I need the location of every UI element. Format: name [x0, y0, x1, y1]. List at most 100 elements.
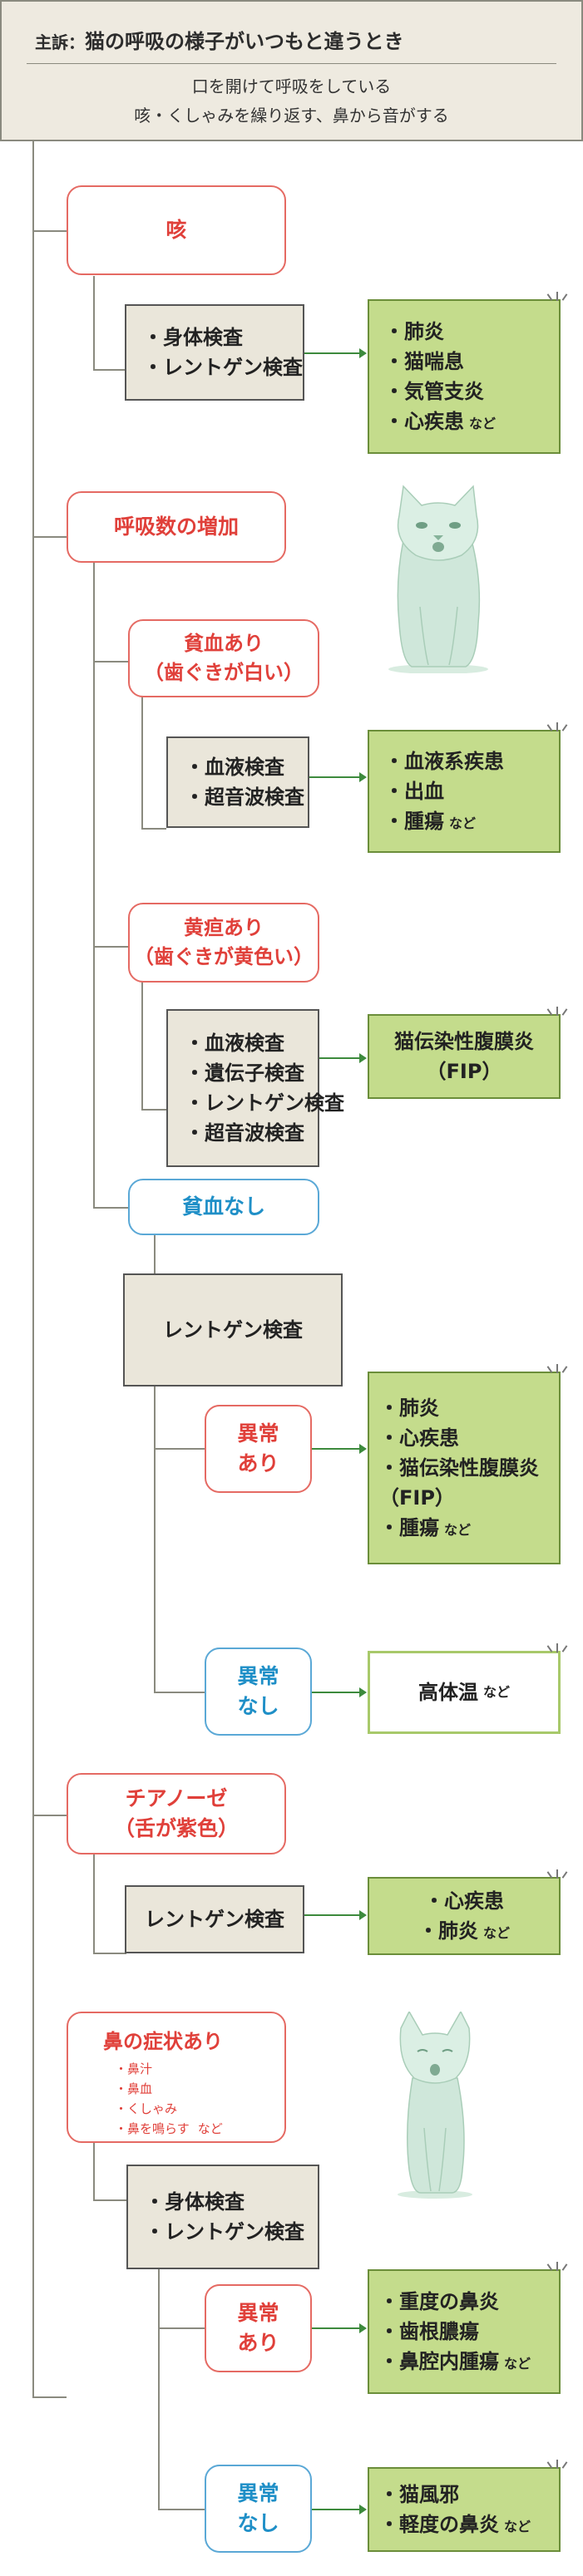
resp-vertical-line [93, 563, 95, 1208]
anemia-arrowhead [359, 772, 367, 782]
resp-label: 呼吸数の増加 [113, 514, 239, 539]
header-tag: 主訴： [35, 32, 85, 52]
exam-item: レントゲン検査 [145, 1908, 284, 1931]
result-item: ・心疾患 [424, 1889, 504, 1913]
cyanosis-label-2: （舌が紫色） [113, 1816, 239, 1840]
cyanosis-symptom-box: チアノーゼ （舌が紫色） [67, 1773, 286, 1854]
cyanosis-arrowhead [359, 1910, 367, 1920]
nado-text: など [482, 1684, 510, 1700]
result-item: ・血液系疾患 [384, 750, 504, 773]
noanemia-label: 貧血なし [181, 1194, 265, 1219]
noanemia-normal-box: 異常なし [205, 1648, 312, 1736]
cough-symptom-box: 咳 [67, 185, 286, 275]
nado-text: など [504, 2519, 531, 2534]
result-item: ・猫伝染性腹膜炎 [379, 1456, 539, 1480]
cyanosis-label-1: チアノーゼ [125, 1785, 228, 1810]
header-line-2: 咳・くしゃみを繰り返す、鼻から音がする [134, 106, 449, 126]
jaundice-symptom-box: 黄疸あり （歯ぐきが黄色い） [128, 903, 319, 983]
exam-item: ・超音波検査 [185, 1121, 304, 1145]
result-item: ・猫風邪 [379, 2483, 459, 2506]
resp-to-jaundice-line [93, 946, 128, 948]
noanemia-exam-box: レントゲン検査 [123, 1273, 343, 1387]
cough-result-box: ・肺炎 ・猫喘息 ・気管支炎 ・心疾患など [368, 299, 561, 454]
nose-label: 鼻の症状あり [103, 2030, 223, 2053]
cyanosis-arrow-line [304, 1914, 361, 1916]
normal-label-2: なし [237, 2511, 279, 2535]
kitten-illustration [398, 2012, 472, 2199]
jaundice-vertical-line [141, 982, 143, 1111]
noanemia-normal-result-box: 高体温など [368, 1651, 561, 1734]
nose-to-normal-line [158, 2509, 205, 2510]
exam-item: ・超音波検査 [185, 786, 304, 809]
nose-normal-box: 異常なし [205, 2465, 312, 2553]
jaundice-label-2: （歯ぐきが黄色い） [134, 945, 314, 968]
sparkle-icon [546, 1641, 568, 1652]
anemia-result-box: ・血液系疾患 ・出血 ・腫瘍など [368, 730, 561, 853]
exam-item: ・レントゲン検査 [185, 1091, 344, 1115]
sparkle-icon [546, 720, 568, 731]
result-item: 高体温 [417, 1681, 478, 1704]
branch-nose [33, 2396, 67, 2398]
nose-abnormal-arrowhead [359, 2323, 367, 2333]
result-item: （FIP） [379, 1486, 455, 1510]
sparkle-icon [546, 1867, 568, 1879]
anemia-exam-box: ・血液検査 ・超音波検査 [166, 736, 309, 828]
abnormal-label-1: 異常 [237, 1421, 279, 1446]
noanemia-abnormal-arrowhead [359, 1444, 367, 1454]
nose-normal-arrow-line [312, 2509, 361, 2510]
result-item: ・腫瘍など [379, 1516, 472, 1539]
result-item: （FIP） [426, 1060, 502, 1083]
anemia-arrow-line [309, 776, 361, 778]
result-item: ・腫瘍など [384, 810, 477, 833]
exam-item: ・レントゲン検査 [145, 2220, 304, 2244]
nose-exam-vertical-line [158, 2269, 160, 2510]
exam-item: ・身体検査 [143, 326, 243, 349]
nose-abnormal-box: 異常あり [205, 2284, 312, 2372]
jaundice-result-box: 猫伝染性腹膜炎 （FIP） [368, 1014, 561, 1099]
nose-symptom-box: 鼻の症状あり ・鼻汁 ・鼻血 ・くしゃみ ・鼻を鳴らすなど [67, 2012, 286, 2143]
noanemia-symptom-box: 貧血なし [128, 1179, 319, 1235]
result-item: ・肺炎 [384, 320, 444, 343]
normal-label-1: 異常 [237, 2480, 279, 2505]
abnormal-label-1: 異常 [237, 2300, 279, 2325]
result-item: ・鼻腔内腫瘍など [379, 2350, 531, 2373]
exam-item: ・遺伝子検査 [185, 1061, 304, 1085]
nose-abnormal-result-box: ・重度の鼻炎 ・歯根膿瘍 ・鼻腔内腫瘍など [368, 2269, 561, 2394]
header-divider [27, 63, 556, 64]
result-item: ・猫喘息 [384, 350, 464, 373]
header-title: 猫の呼吸の様子がいつもと違うとき [85, 30, 404, 53]
noanemia-abnormal-result-box: ・肺炎 ・心疾患 ・猫伝染性腹膜炎 （FIP） ・腫瘍など [368, 1372, 561, 1564]
normal-label-1: 異常 [237, 1663, 279, 1688]
abnormal-label-2: あり [237, 1451, 279, 1475]
anemia-to-exam-line [141, 828, 166, 830]
exam-item: ・レントゲン検査 [143, 356, 303, 379]
sitting-cat-illustration [388, 485, 488, 673]
abnormal-label-2: あり [237, 2331, 279, 2355]
nado-text: など [482, 1925, 510, 1941]
jaundice-label-1: 黄疸あり [184, 916, 264, 940]
exam-item: ・血液検査 [185, 1032, 284, 1055]
nose-symptom-item: ・鼻汁 [115, 2061, 153, 2076]
cyanosis-exam-box: レントゲン検査 [125, 1885, 304, 1953]
exam-item: レントゲン検査 [163, 1318, 303, 1342]
nose-abnormal-arrow-line [312, 2327, 361, 2329]
noanemia-to-normal-line [154, 1692, 205, 1693]
anemia-symptom-box: 貧血あり（歯ぐきが白い） [128, 619, 319, 697]
sparkle-icon [546, 289, 568, 301]
noanemia-to-abnormal-line [154, 1448, 205, 1450]
branch-cough [33, 230, 67, 232]
nado-text: など [504, 2356, 531, 2372]
resp-to-noanemia-line [93, 1207, 128, 1209]
nose-to-exam-line [93, 2199, 126, 2201]
anemia-vertical-line [141, 697, 143, 830]
result-item: ・気管支炎 [384, 380, 484, 403]
sparkle-icon [546, 2457, 568, 2469]
result-item: ・軽度の鼻炎など [379, 2513, 531, 2536]
resp-symptom-box: 呼吸数の増加 [67, 491, 286, 563]
result-item: ・心疾患 [379, 1426, 459, 1450]
nose-to-abnormal-line [158, 2327, 205, 2329]
nose-symptom-item: ・鼻を鳴らすなど [115, 2121, 223, 2136]
result-item: ・心疾患など [384, 410, 497, 433]
jaundice-arrowhead [359, 1053, 367, 1063]
exam-item: ・身体検査 [145, 2190, 245, 2214]
